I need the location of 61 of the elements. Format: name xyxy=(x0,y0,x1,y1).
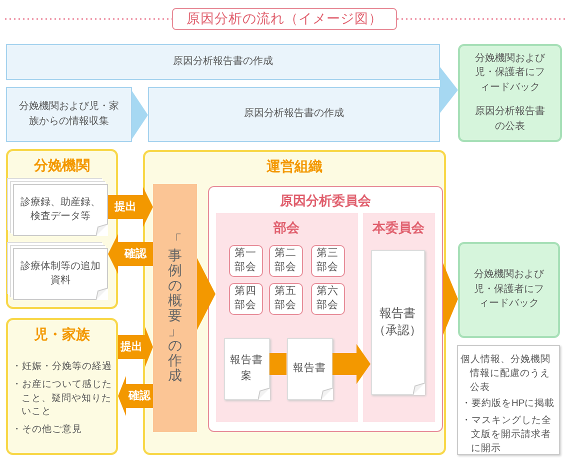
document-text: 診療体制等の追加資料 xyxy=(20,260,102,288)
box-text: 分娩機関および児・保護者にフィードバック xyxy=(474,52,546,95)
panel-heading: 本委員会 xyxy=(371,218,426,236)
note-text: ・マスキングした全文版を開示請求者に開示 xyxy=(460,414,552,456)
document-card xyxy=(286,338,332,400)
box-text: 原因分析報告書の公表 xyxy=(474,105,546,134)
document-text: 報告書案 xyxy=(229,353,264,384)
document-card xyxy=(224,338,270,400)
vertical-text: 「事例の概要」の作成 xyxy=(168,233,182,383)
box-text: 第一部会 xyxy=(234,246,256,274)
process-band xyxy=(6,87,132,142)
chevron-arrow xyxy=(440,67,458,113)
panel-heading: 原因分析委員会 xyxy=(279,192,372,210)
box-text: 原因分析報告書の作成 xyxy=(243,107,345,122)
box-text: 第三部会 xyxy=(316,246,338,274)
subcommittee-box xyxy=(228,282,262,314)
panel xyxy=(6,318,118,455)
panel-heading: 児・家族 xyxy=(33,325,91,344)
process-band xyxy=(6,44,440,80)
edge-label: 提出 xyxy=(112,199,138,215)
process-bar xyxy=(153,184,197,432)
chevron-arrow xyxy=(443,263,458,335)
document-text: 報告書 xyxy=(292,360,327,376)
box-text: 第四部会 xyxy=(234,284,256,312)
document-text: 診療録、助産録、検査データ等 xyxy=(20,196,102,224)
bullet-item: ・妊娠・分娩等の経過 xyxy=(12,360,113,374)
box-text: 第五部会 xyxy=(274,284,296,312)
box-text: 第二部会 xyxy=(274,246,296,274)
section-panel xyxy=(216,212,358,422)
panel-heading: 部会 xyxy=(272,218,300,236)
box-text: 分娩機関および児・保護者にフィードバック xyxy=(473,268,546,312)
box-text: 分娩機関および児・家族からの情報収集 xyxy=(18,100,120,128)
subcommittee-box xyxy=(228,244,262,276)
edge-label: 提出 xyxy=(118,339,144,355)
box-text: 原因分析報告書の作成 xyxy=(172,54,274,69)
committee-panel xyxy=(208,186,443,432)
block-arrow xyxy=(332,344,370,384)
subcommittee-box xyxy=(268,282,302,314)
note-text: 個人情報、分娩機関情報に配慮のうえ公表 xyxy=(460,353,552,394)
note-card xyxy=(457,345,560,455)
note-text: ・要約版をHPに掲載 xyxy=(460,397,556,412)
document-card xyxy=(370,250,424,394)
subcommittee-box xyxy=(268,244,302,276)
chevron-arrow xyxy=(132,91,148,139)
bullet-item: ・お産について感じたこと、疑問や知りたいこと xyxy=(12,378,113,420)
chevron-arrow xyxy=(197,258,216,330)
panel-heading: 運営組織 xyxy=(266,157,324,176)
subcommittee-box xyxy=(310,244,344,276)
panel-heading: 分娩機関 xyxy=(32,156,91,175)
feedback-box xyxy=(458,44,562,142)
process-band xyxy=(148,87,440,142)
block-arrow xyxy=(270,353,286,375)
title: 原因分析の流れ（イメージ図） xyxy=(172,8,397,30)
document-text: 報告書（承認） xyxy=(372,304,422,339)
box-text: 第六部会 xyxy=(316,284,338,312)
feedback-box xyxy=(458,242,560,338)
edge-label: 確認 xyxy=(126,388,152,404)
section-panel xyxy=(362,212,434,422)
bullet-item: ・その他ご意見 xyxy=(12,423,83,437)
subcommittee-box xyxy=(310,282,344,314)
edge-label: 確認 xyxy=(122,246,148,262)
